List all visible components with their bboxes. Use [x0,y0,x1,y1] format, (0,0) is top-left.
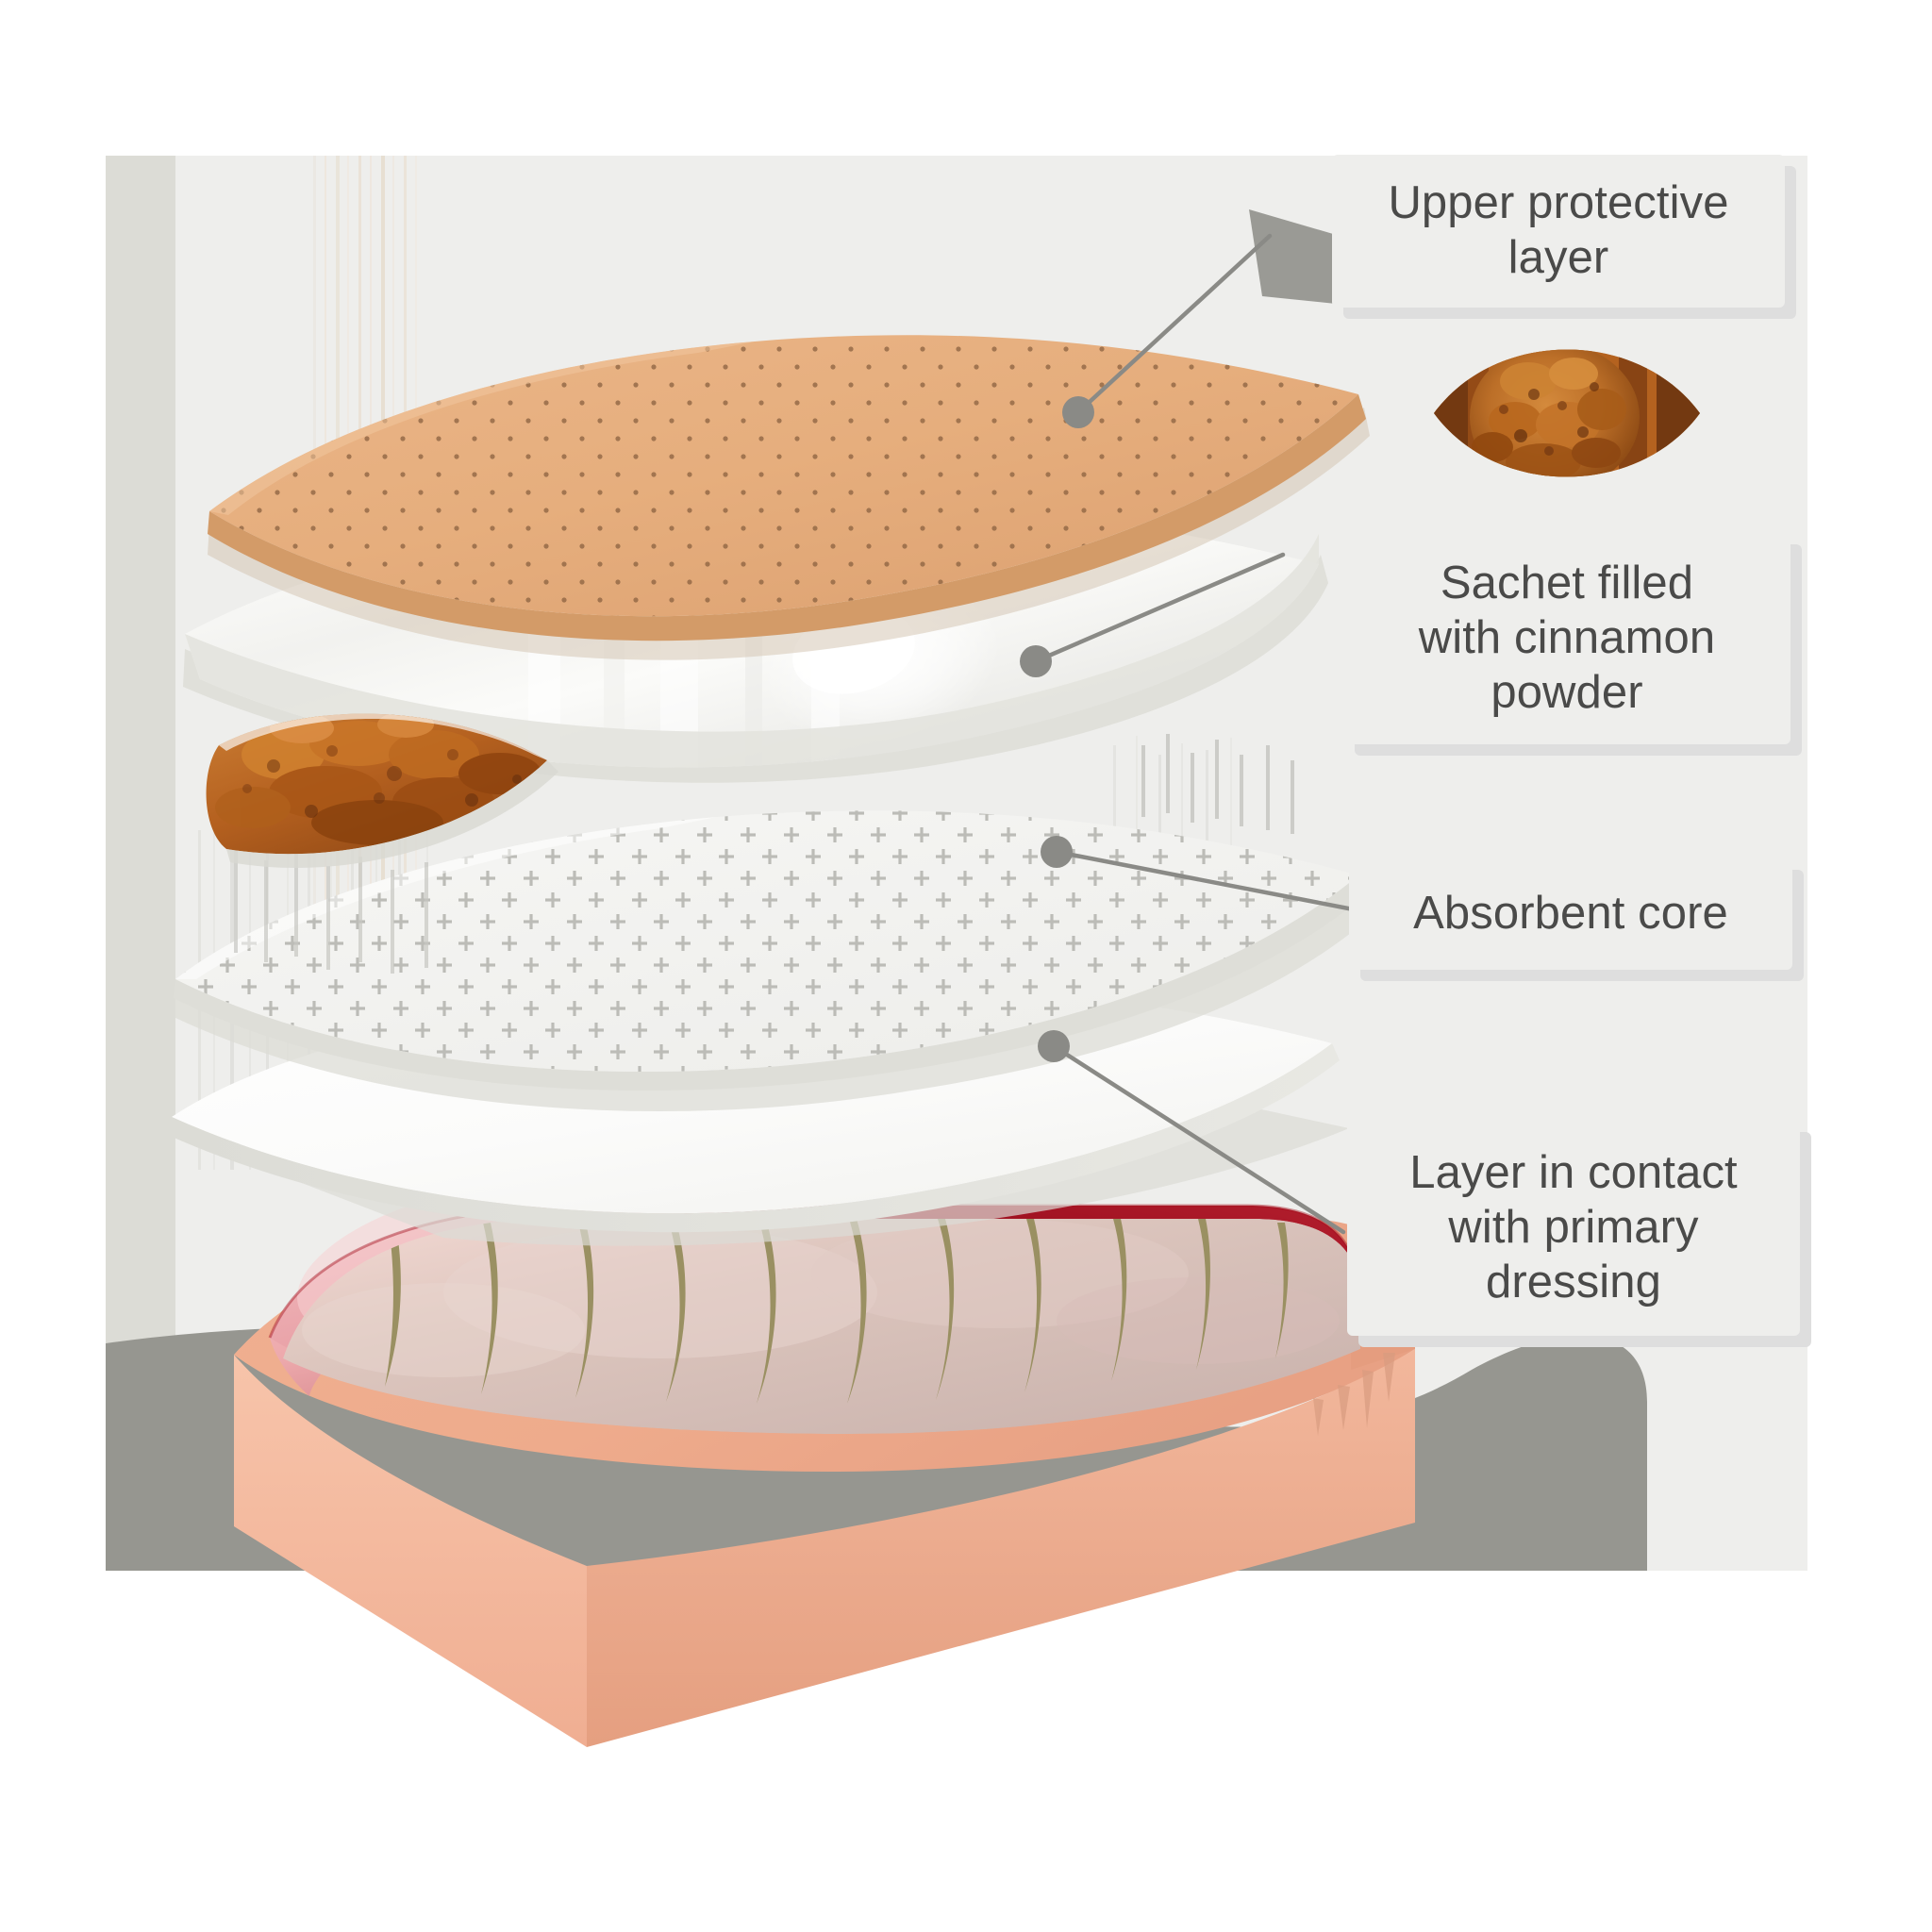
leader-line-upper-protective-layer [1075,233,1273,415]
callout-sachet-with-cinnamon-powder[interactable]: Sachet filled with cinnamon powder [1343,533,1790,744]
cinnamon-powder-inset [1434,349,1700,477]
leader-line-sachet [1033,552,1286,664]
callout-line: Sachet filled [1440,558,1694,609]
leader-line-contact-layer [1051,1043,1346,1235]
leader-dot-upper-protective-layer [1062,396,1094,428]
leader-dot-sachet [1020,645,1052,677]
callout-line: with primary [1448,1202,1699,1254]
callout-line: Absorbent core [1413,888,1728,940]
callout-line: with cinnamon [1418,612,1716,664]
callout-line: powder [1491,666,1643,718]
callout-line: Layer in contact [1409,1147,1738,1199]
callout-absorbent-core[interactable]: Absorbent core [1349,858,1792,970]
leader-dot-absorbent-core [1041,836,1073,868]
background-panel-left-dark [106,156,183,1571]
callout-upper-protective-layer[interactable]: Upper protective layer [1332,155,1785,308]
callout-layer-in-contact-with-primary-dressing[interactable]: Layer in contact with primary dressing [1347,1121,1800,1336]
leader-line-absorbent-core [1054,849,1375,916]
callout-line: Upper protective [1388,177,1729,229]
callout-line: layer [1507,232,1609,283]
leader-dot-contact-layer [1038,1030,1070,1062]
callout-line: dressing [1485,1256,1661,1307]
